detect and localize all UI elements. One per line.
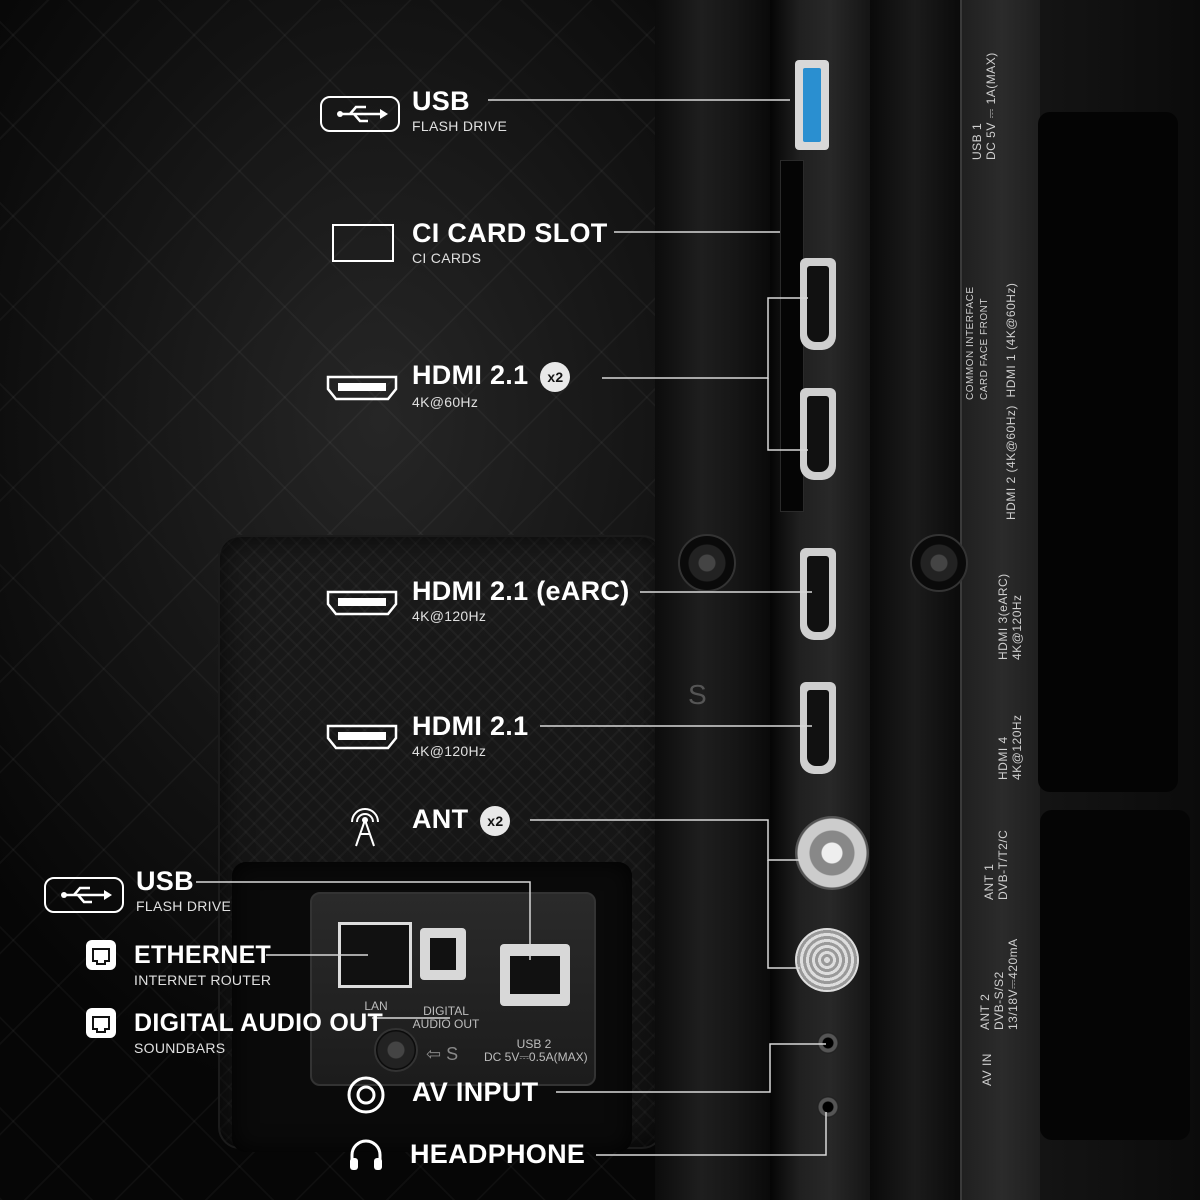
callout-sub: 4K@60Hz (412, 393, 479, 410)
ant-2-port (795, 928, 859, 992)
vent-slot-upper (1038, 112, 1178, 792)
callout-title: ANT (412, 804, 469, 834)
print-usb1: USB 1 DC 5V ⎓ 1A(MAX) (970, 52, 998, 160)
callout-sub: FLASH DRIVE (136, 898, 232, 914)
print-s-mark: S (688, 679, 707, 710)
ant-1-port (795, 816, 869, 890)
digital-audio-icon (86, 1008, 116, 1038)
callout-av: AV INPUT (412, 1077, 538, 1107)
callout-title: CI CARD SLOT (412, 218, 608, 248)
callout-title: HEADPHONE (410, 1139, 586, 1169)
print-digital: DIGITAL AUDIO OUT (412, 1004, 480, 1031)
hdmi-icon (326, 375, 398, 401)
callout-sub: 4K@120Hz (412, 743, 487, 759)
print-ant1: ANT 1 DVB-T/T2/C (982, 829, 1010, 900)
callout-sub: FLASH DRIVE (412, 118, 508, 134)
usb-bottom-icon (44, 877, 124, 913)
callout-hdmi-earc: HDMI 2.1 (eARC) 4K@120Hz (412, 576, 630, 624)
av-input-icon (347, 1076, 385, 1114)
print-hdmi4: HDMI 4 4K@120Hz (996, 714, 1024, 780)
hdmi-2-port (800, 388, 836, 480)
print-ant2: ANT 2 DVB-S/S2 13/18V⎓420mA (978, 938, 1020, 1030)
print-s-mark-2: ⇦ S (426, 1044, 459, 1064)
headphone-jack (817, 1096, 839, 1118)
usb-1-port (795, 60, 829, 150)
lan-port (338, 922, 412, 988)
vent-slot-lower (1040, 810, 1190, 1140)
callout-title: AV INPUT (412, 1077, 539, 1107)
callout-ci: CI CARD SLOT CI CARDS (412, 218, 608, 266)
hdmi-3-port (800, 548, 836, 640)
print-usb2: USB 2 DC 5V⎓0.5A(MAX) (484, 1037, 588, 1064)
mount-screw-left (678, 534, 736, 592)
side-rail-label-strip (960, 0, 1042, 1200)
callout-sub: CI CARDS (412, 250, 482, 266)
antenna-icon (346, 800, 384, 847)
mount-screw-right (910, 534, 968, 592)
hdmi-4-port (800, 682, 836, 774)
callout-title: USB (412, 86, 470, 116)
callout-sub: INTERNET ROUTER (134, 972, 272, 988)
callout-sub: SOUNDBARS (134, 1040, 226, 1056)
callout-title: HDMI 2.1 (412, 360, 529, 390)
callout-ant: ANT x2 (412, 804, 511, 836)
callout-title: HDMI 2.1 (412, 711, 529, 741)
side-rail-1 (655, 0, 770, 1200)
print-ci: COMMON INTERFACE CARD FACE FRONT (965, 286, 990, 400)
callout-usb-bottom: USB FLASH DRIVE (136, 866, 231, 914)
callout-title: USB (136, 866, 194, 896)
usb-2-port (500, 944, 570, 1006)
count-badge: x2 (480, 805, 511, 836)
callout-hdmi-b: HDMI 2.1 4K@120Hz (412, 711, 528, 759)
callout-title: HDMI 2.1 (eARC) (412, 576, 630, 606)
callout-usb-top: USB FLASH DRIVE (412, 86, 507, 134)
hdmi-4k120-icon (326, 724, 398, 750)
mount-screw-bottom (374, 1028, 418, 1072)
count-badge: x2 (540, 361, 571, 392)
callout-ethernet: ETHERNET INTERNET ROUTER (134, 940, 271, 988)
callout-digital-audio: DIGITAL AUDIO OUT SOUNDBARS (134, 1008, 383, 1056)
headphone-icon (347, 1136, 385, 1174)
callout-headphone: HEADPHONE (410, 1139, 585, 1169)
print-avin: AV IN (980, 1053, 994, 1086)
callout-hdmi-a: HDMI 2.1 x2 4K@60Hz (412, 360, 571, 410)
print-hdmi3: HDMI 3(eARC) 4K@120Hz (996, 573, 1024, 660)
print-hdmi12: HDMI 2 (4K@60Hz) HDMI 1 (4K@60Hz) (1004, 282, 1018, 520)
hdmi-earc-icon (326, 590, 398, 616)
av-in-jack (817, 1032, 839, 1054)
side-rail-3 (870, 0, 960, 1200)
ethernet-icon (86, 940, 116, 970)
callout-title: DIGITAL AUDIO OUT (134, 1009, 384, 1037)
optical-port (420, 928, 466, 980)
callout-title: ETHERNET (134, 941, 272, 969)
hdmi-1-port (800, 258, 836, 350)
callout-sub: 4K@120Hz (412, 608, 487, 624)
usb-icon (320, 96, 400, 132)
card-slot-icon (332, 224, 394, 262)
print-lan: LAN (364, 999, 388, 1013)
